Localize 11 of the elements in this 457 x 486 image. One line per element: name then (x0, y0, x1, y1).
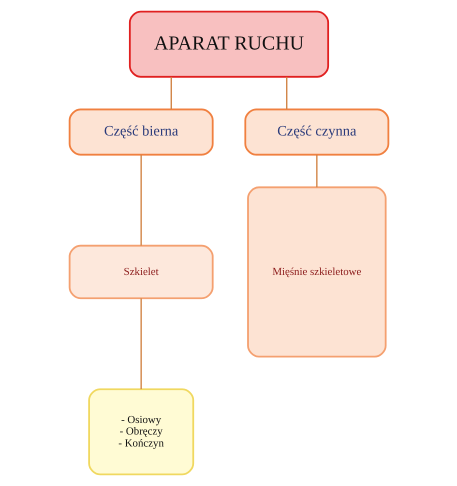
connector (316, 154, 318, 188)
connector (170, 76, 172, 110)
node-box: Mięśnie szkieletowe (246, 186, 386, 358)
node-box: Część bierna (68, 108, 214, 156)
node-box: Część czynna (244, 108, 389, 156)
node-box: APARAT RUCHU (128, 10, 329, 78)
connector (140, 154, 142, 246)
connector (140, 298, 142, 390)
node-box: - Osiowy - Obręczy - Kończyn (88, 388, 194, 476)
connector (286, 76, 287, 110)
node-box: Szkielet (68, 244, 214, 300)
